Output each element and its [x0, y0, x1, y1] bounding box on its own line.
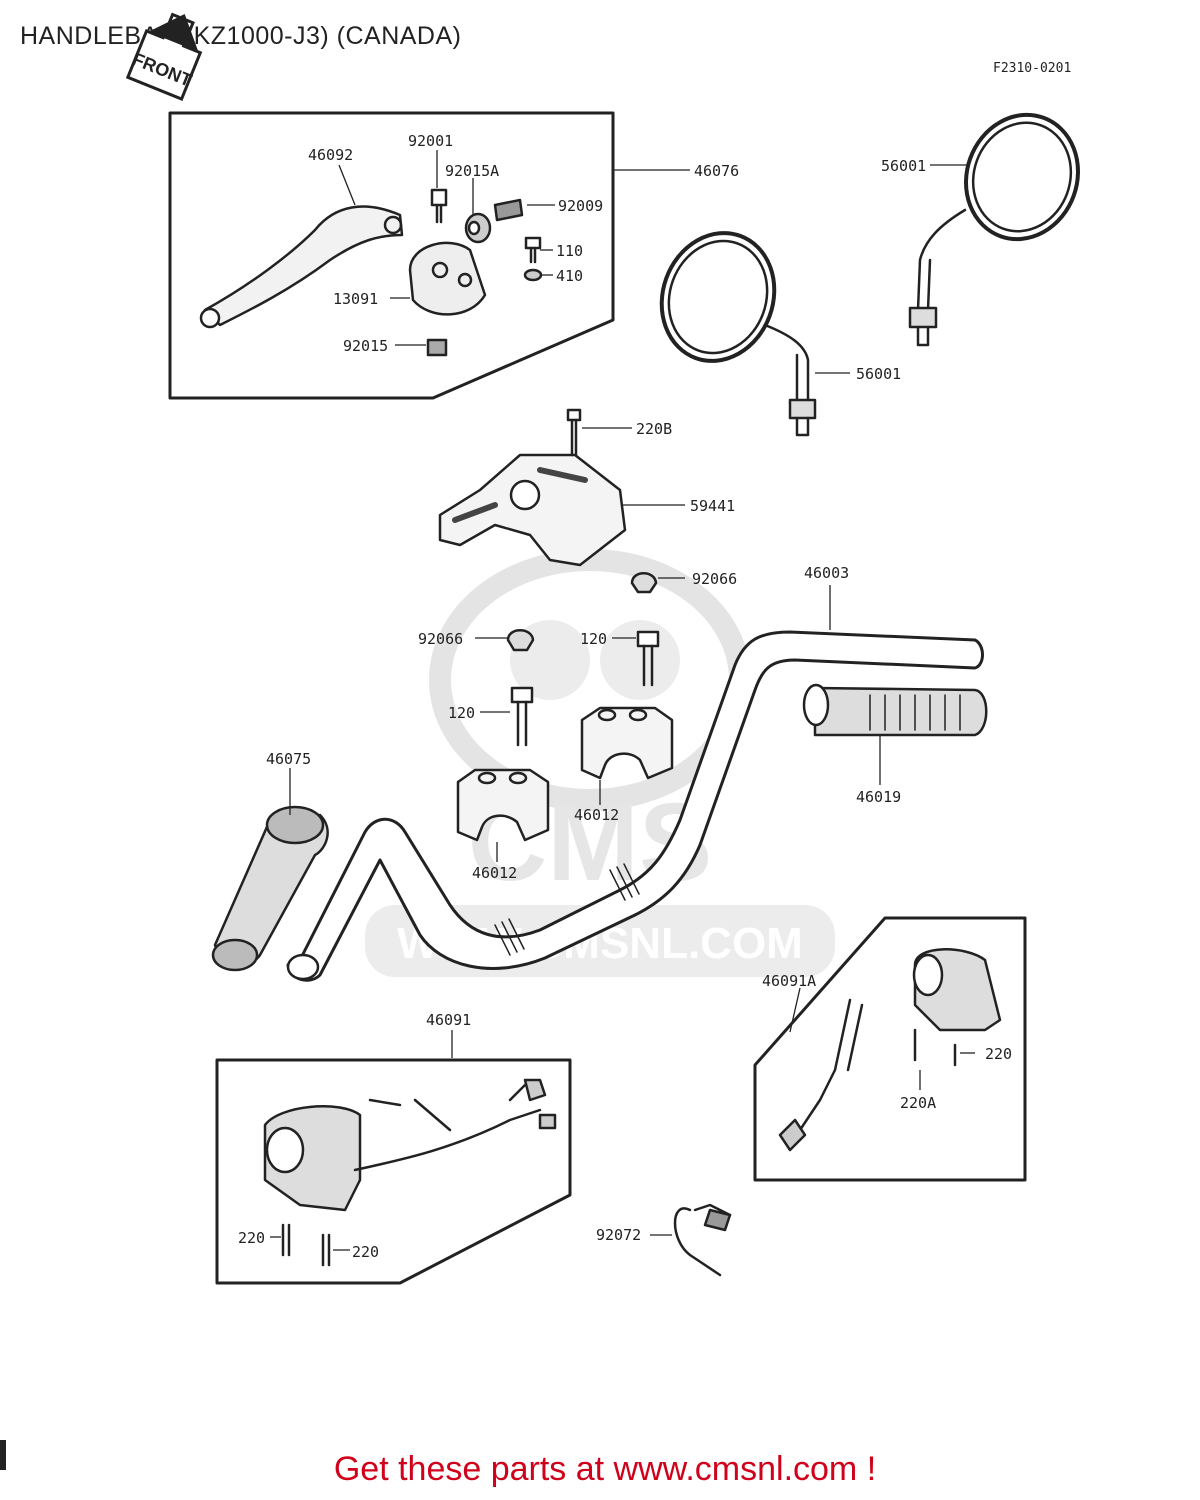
holder-lower — [456, 768, 550, 842]
cap-upper — [630, 572, 658, 594]
bolt-120-right — [636, 630, 660, 687]
label-46012-lower: 46012 — [472, 864, 517, 882]
handlebar — [286, 630, 984, 982]
cta-link[interactable]: Get these parts at www.cmsnl.com ! — [0, 1450, 1200, 1489]
page-title: HANDLEBAR (KZ1000-J3) (CANADA) — [20, 22, 462, 50]
lever-holder — [408, 241, 487, 316]
mirror-right — [908, 112, 1080, 347]
label-120-left: 120 — [448, 704, 475, 722]
label-220-left-a: 220 — [238, 1229, 265, 1247]
label-56001-right: 56001 — [881, 157, 926, 175]
label-92015a: 92015A — [445, 162, 499, 180]
mirror-left — [659, 231, 817, 437]
label-410: 410 — [556, 267, 583, 285]
holder-upper — [580, 706, 674, 780]
cta-text[interactable]: Get these parts at www.cmsnl.com ! — [333, 1450, 877, 1488]
left-switch-box — [215, 1058, 572, 1285]
holder-cover — [438, 408, 627, 567]
cable-band — [673, 1203, 732, 1277]
figure-code: F2310-0201 — [993, 61, 1072, 76]
label-220-left-b: 220 — [352, 1243, 379, 1261]
label-92015: 92015 — [343, 337, 388, 355]
label-92072: 92072 — [596, 1226, 641, 1244]
bolt-120-left — [510, 686, 534, 747]
label-46091: 46091 — [426, 1011, 471, 1029]
label-13091: 13091 — [333, 290, 378, 308]
front-arrow: FRONT — [125, 12, 203, 102]
right-switch-box — [753, 916, 1027, 1182]
label-46091a: 46091A — [762, 972, 816, 990]
lever-assembly-box — [168, 111, 615, 400]
left-grip — [211, 805, 329, 972]
right-switch — [778, 948, 1002, 1152]
label-46012-upper: 46012 — [574, 806, 619, 824]
label-46019: 46019 — [856, 788, 901, 806]
label-92066-upper: 92066 — [692, 570, 737, 588]
label-59441: 59441 — [690, 497, 735, 515]
label-46075: 46075 — [266, 750, 311, 768]
label-46076: 46076 — [694, 162, 739, 180]
clutch-lever — [203, 205, 404, 327]
cap-lower — [506, 629, 535, 652]
label-46092: 46092 — [308, 146, 353, 164]
left-switch — [263, 1078, 557, 1267]
label-92009: 92009 — [558, 197, 603, 215]
label-92001: 92001 — [408, 132, 453, 150]
label-220a: 220A — [900, 1094, 936, 1112]
label-46003: 46003 — [804, 564, 849, 582]
label-220-right-switch: 220 — [985, 1045, 1012, 1063]
label-220b: 220B — [636, 420, 672, 438]
label-92066-lower: 92066 — [418, 630, 463, 648]
label-120-right: 120 — [580, 630, 607, 648]
label-110: 110 — [556, 242, 583, 260]
throttle-grip — [802, 683, 988, 737]
label-56001-left: 56001 — [856, 365, 901, 383]
